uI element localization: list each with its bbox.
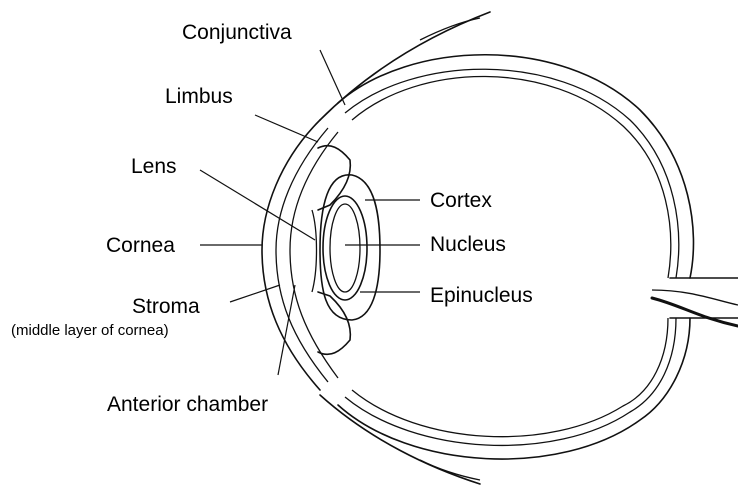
optic-nerve — [652, 278, 738, 326]
lens-nucleus-outline — [330, 204, 360, 292]
label-cornea: Cornea — [106, 235, 175, 256]
label-stroma: Stroma — [132, 296, 200, 317]
label-conjunctiva: Conjunctiva — [182, 22, 292, 43]
leader-lines — [200, 50, 420, 375]
label-epinucleus: Epinucleus — [430, 285, 533, 306]
sclera — [338, 55, 693, 459]
iris — [312, 146, 350, 355]
label-lens: Lens — [131, 156, 177, 177]
cornea — [262, 120, 338, 390]
label-nucleus: Nucleus — [430, 234, 506, 255]
label-cortex: Cortex — [430, 190, 492, 211]
label-limbus: Limbus — [165, 86, 233, 107]
label-anterior-chamber: Anterior chamber — [107, 394, 268, 415]
label-stroma-note: (middle layer of cornea) — [11, 323, 169, 338]
lens — [320, 175, 380, 320]
